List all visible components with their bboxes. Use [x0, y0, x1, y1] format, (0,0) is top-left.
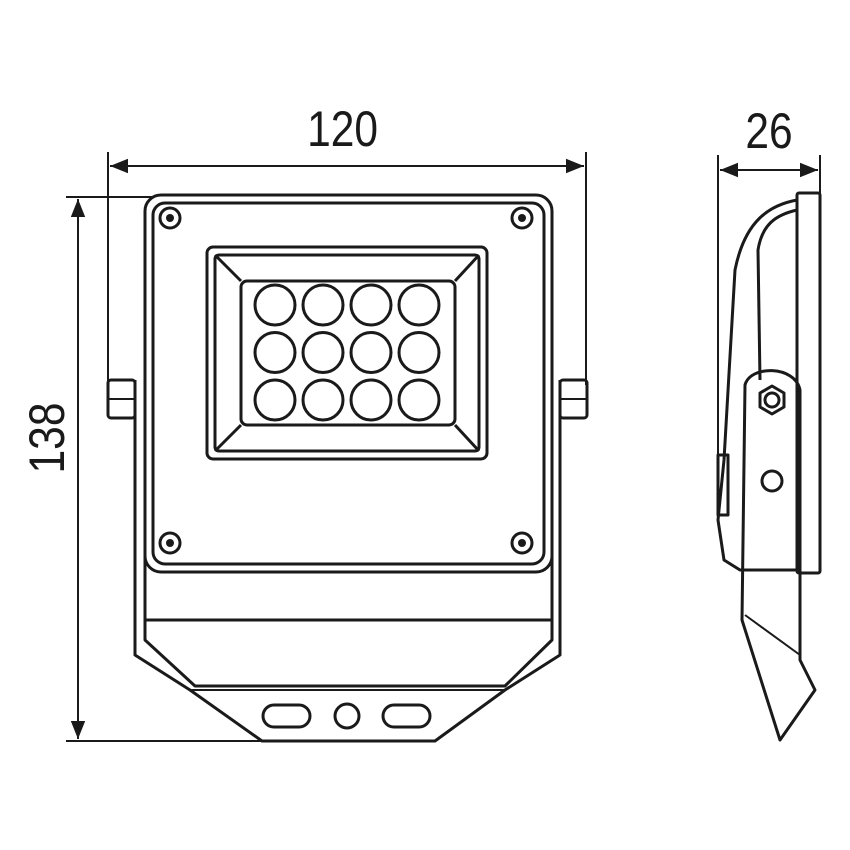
- led: [253, 283, 297, 327]
- led: [349, 283, 393, 327]
- depth-label: 26: [745, 103, 792, 159]
- led-window: [205, 245, 489, 461]
- led: [301, 283, 345, 327]
- width-dimension: 120: [107, 101, 587, 385]
- screws: [158, 206, 534, 555]
- mounting-slot: [381, 703, 432, 729]
- height-dimension: 138: [19, 196, 262, 742]
- led-array: [253, 283, 441, 422]
- mounting-hole: [333, 702, 361, 730]
- height-label: 138: [19, 403, 75, 474]
- led: [301, 378, 345, 422]
- led: [349, 378, 393, 422]
- housing: [143, 193, 554, 574]
- pivot-nut: [758, 384, 786, 416]
- mounting-slot: [261, 703, 312, 729]
- led: [253, 331, 297, 374]
- led: [397, 283, 441, 327]
- width-label: 120: [307, 101, 378, 157]
- mounting-bracket: [106, 378, 589, 743]
- side-view: [716, 191, 822, 742]
- pivot-hole: [760, 469, 784, 493]
- led: [253, 378, 297, 422]
- led: [349, 331, 393, 374]
- led: [397, 331, 441, 374]
- led: [301, 331, 345, 374]
- depth-dimension: 26: [717, 103, 821, 460]
- led: [397, 378, 441, 422]
